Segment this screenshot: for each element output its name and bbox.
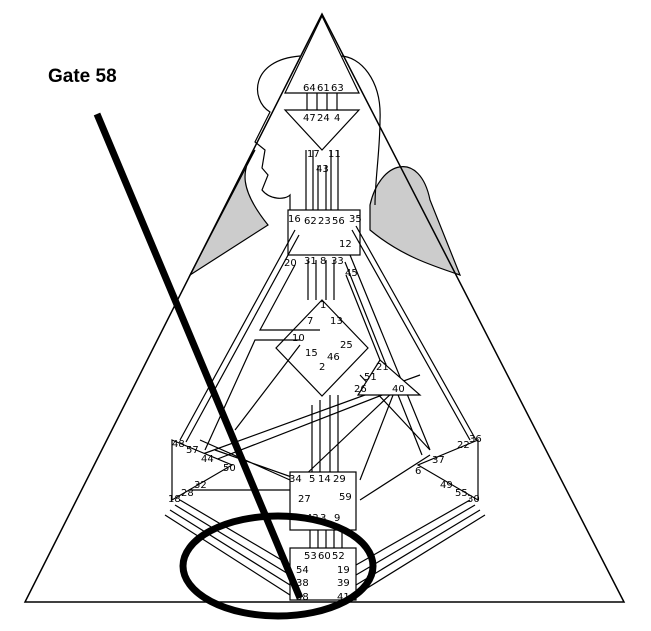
long-channels bbox=[179, 225, 477, 501]
gate-label: 13 bbox=[330, 316, 343, 327]
gate-label: 52 bbox=[332, 551, 345, 562]
gate-label: 45 bbox=[345, 268, 358, 279]
channel-head-ajna bbox=[306, 93, 338, 110]
channel-sacral-root bbox=[309, 530, 343, 548]
throat-center bbox=[287, 209, 361, 256]
gate-label: 43 bbox=[316, 164, 329, 175]
gate-label: 20 bbox=[284, 258, 297, 269]
gate-label: 51 bbox=[364, 372, 377, 383]
gate-label: 21 bbox=[376, 362, 389, 373]
gate-label: 54 bbox=[296, 565, 309, 576]
gate-label: 56 bbox=[332, 216, 345, 227]
gate-label: 34 bbox=[289, 474, 302, 485]
gate-label: 17 bbox=[307, 149, 320, 160]
right-shoulder-shading bbox=[369, 166, 462, 276]
gate-label: 47 bbox=[303, 113, 316, 124]
gate-label: 3 bbox=[320, 513, 326, 524]
gate-label: 31 bbox=[304, 256, 317, 267]
gate-label: 10 bbox=[292, 333, 305, 344]
gate-label: 33 bbox=[331, 256, 344, 267]
gate-label: 16 bbox=[288, 214, 301, 225]
gate-label: 5 bbox=[309, 474, 315, 485]
root-spleen-channels bbox=[164, 499, 486, 596]
gate-label: 41 bbox=[337, 592, 350, 603]
gate-label: 44 bbox=[201, 454, 214, 465]
gate-label: 22 bbox=[457, 440, 470, 451]
gate-label: 49 bbox=[440, 480, 453, 491]
gate-label: 19 bbox=[337, 565, 350, 576]
gate-label: 39 bbox=[337, 578, 350, 589]
spleen-center bbox=[171, 439, 234, 502]
gate-label: 64 bbox=[303, 83, 316, 94]
solar-plexus-center bbox=[416, 439, 479, 502]
gate-label: 8 bbox=[320, 256, 326, 267]
gate-labels: 64 61 63 47 24 4 17 43 11 16 62 23 56 35… bbox=[168, 83, 482, 603]
gate-label: 50 bbox=[223, 463, 236, 474]
gate-label: 26 bbox=[354, 384, 367, 395]
gate-label: 4 bbox=[334, 113, 340, 124]
head-center bbox=[284, 14, 360, 94]
gate-label: 30 bbox=[467, 494, 480, 505]
gate-label: 29 bbox=[333, 474, 346, 485]
gate-label: 18 bbox=[168, 494, 181, 505]
gate-label: 12 bbox=[339, 239, 352, 250]
gate-label: 48 bbox=[172, 439, 185, 450]
gate-label: 32 bbox=[194, 480, 207, 491]
gate-label: 14 bbox=[318, 474, 331, 485]
gate-label: 60 bbox=[318, 551, 331, 562]
outer-triangle bbox=[23, 12, 626, 603]
channel-ajna-throat bbox=[305, 150, 339, 212]
gate-label: 61 bbox=[317, 83, 330, 94]
gate-label: 46 bbox=[327, 352, 340, 363]
gate-label: 15 bbox=[305, 348, 318, 359]
gate-label: 58 bbox=[296, 592, 309, 603]
gate-label: 11 bbox=[328, 149, 341, 160]
gate-label: 62 bbox=[304, 216, 317, 227]
gate-label: 9 bbox=[334, 513, 340, 524]
root-center bbox=[289, 547, 357, 601]
ego-center bbox=[356, 359, 422, 396]
gate-label: 42 bbox=[306, 513, 319, 524]
gate-label: 6 bbox=[415, 466, 421, 477]
gate-label: 25 bbox=[340, 340, 353, 351]
gate-label: 35 bbox=[349, 214, 362, 225]
left-shoulder-shading bbox=[188, 149, 269, 277]
gate-label: 38 bbox=[296, 578, 309, 589]
gate-label: 1 bbox=[320, 300, 326, 311]
channel-throat-g bbox=[307, 260, 335, 300]
gate-label: 23 bbox=[318, 216, 331, 227]
gate-label: 24 bbox=[317, 113, 330, 124]
ajna-center bbox=[283, 109, 361, 151]
gate-label: 36 bbox=[469, 434, 482, 445]
gate-label: 37 bbox=[432, 455, 445, 466]
gate-label: 63 bbox=[331, 83, 344, 94]
gate-label: 7 bbox=[307, 316, 313, 327]
highlight-circle bbox=[179, 512, 377, 620]
gate-label: 59 bbox=[339, 492, 352, 503]
gate-pointer-line bbox=[93, 112, 304, 600]
gate-label: 57 bbox=[186, 445, 199, 456]
gate-title: Gate 58 bbox=[48, 66, 117, 87]
gate-label: 27 bbox=[298, 494, 311, 505]
gate-label: 2 bbox=[319, 362, 325, 373]
gate-label: 40 bbox=[392, 384, 405, 395]
head-outline bbox=[254, 55, 381, 210]
gate-label: 55 bbox=[455, 488, 468, 499]
gate-label: 28 bbox=[181, 488, 194, 499]
gate-label: 53 bbox=[304, 551, 317, 562]
g-center bbox=[275, 299, 369, 397]
